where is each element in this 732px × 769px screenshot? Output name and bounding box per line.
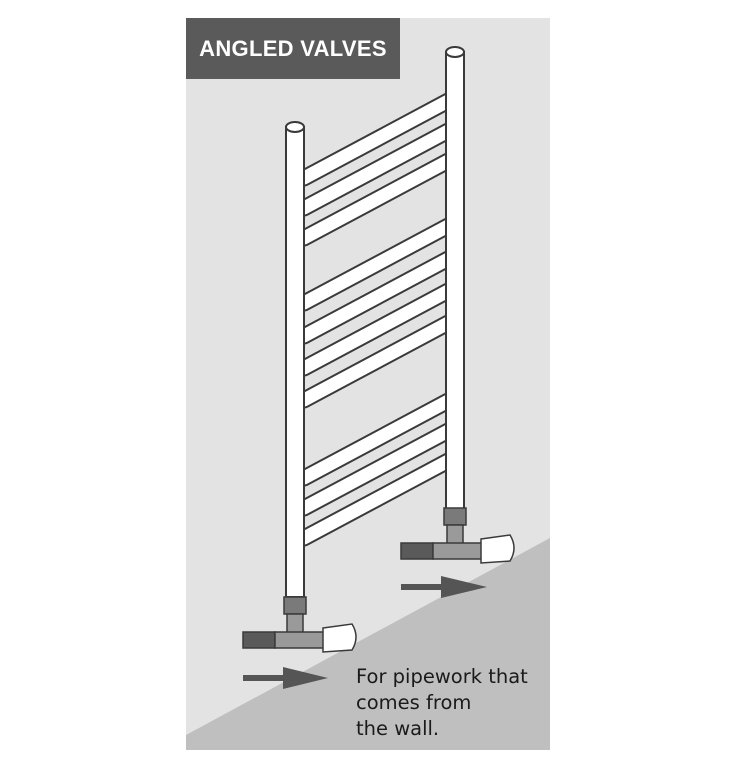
caption-line-1: For pipework that: [356, 665, 528, 688]
right-arrow-icon: [243, 667, 328, 689]
caption-line-3: the wall.: [356, 717, 440, 740]
left-rail: [285, 121, 305, 598]
caption-line-2: comes from: [356, 691, 472, 714]
page-title: ANGLED VALVES: [199, 35, 387, 61]
right-rail: [445, 46, 465, 515]
rail-bar: [297, 393, 457, 485]
title-banner: ANGLED VALVES: [186, 18, 400, 79]
angled-valve-icon: [242, 596, 357, 653]
rail-bar: [297, 251, 457, 343]
rail-bar: [297, 423, 457, 515]
angled-valve-icon: [400, 507, 515, 564]
rail-bar: [297, 218, 457, 310]
rail-bar: [297, 153, 457, 245]
rail-bar: [297, 315, 457, 407]
rail-bar: [297, 283, 457, 375]
rail-bars: [295, 91, 459, 547]
rail-bar: [297, 93, 457, 185]
rail-bar: [297, 123, 457, 215]
caption: For pipework that comes from the wall.: [356, 664, 546, 742]
rail-bar: [297, 453, 457, 545]
right-arrow-icon: [401, 576, 487, 598]
